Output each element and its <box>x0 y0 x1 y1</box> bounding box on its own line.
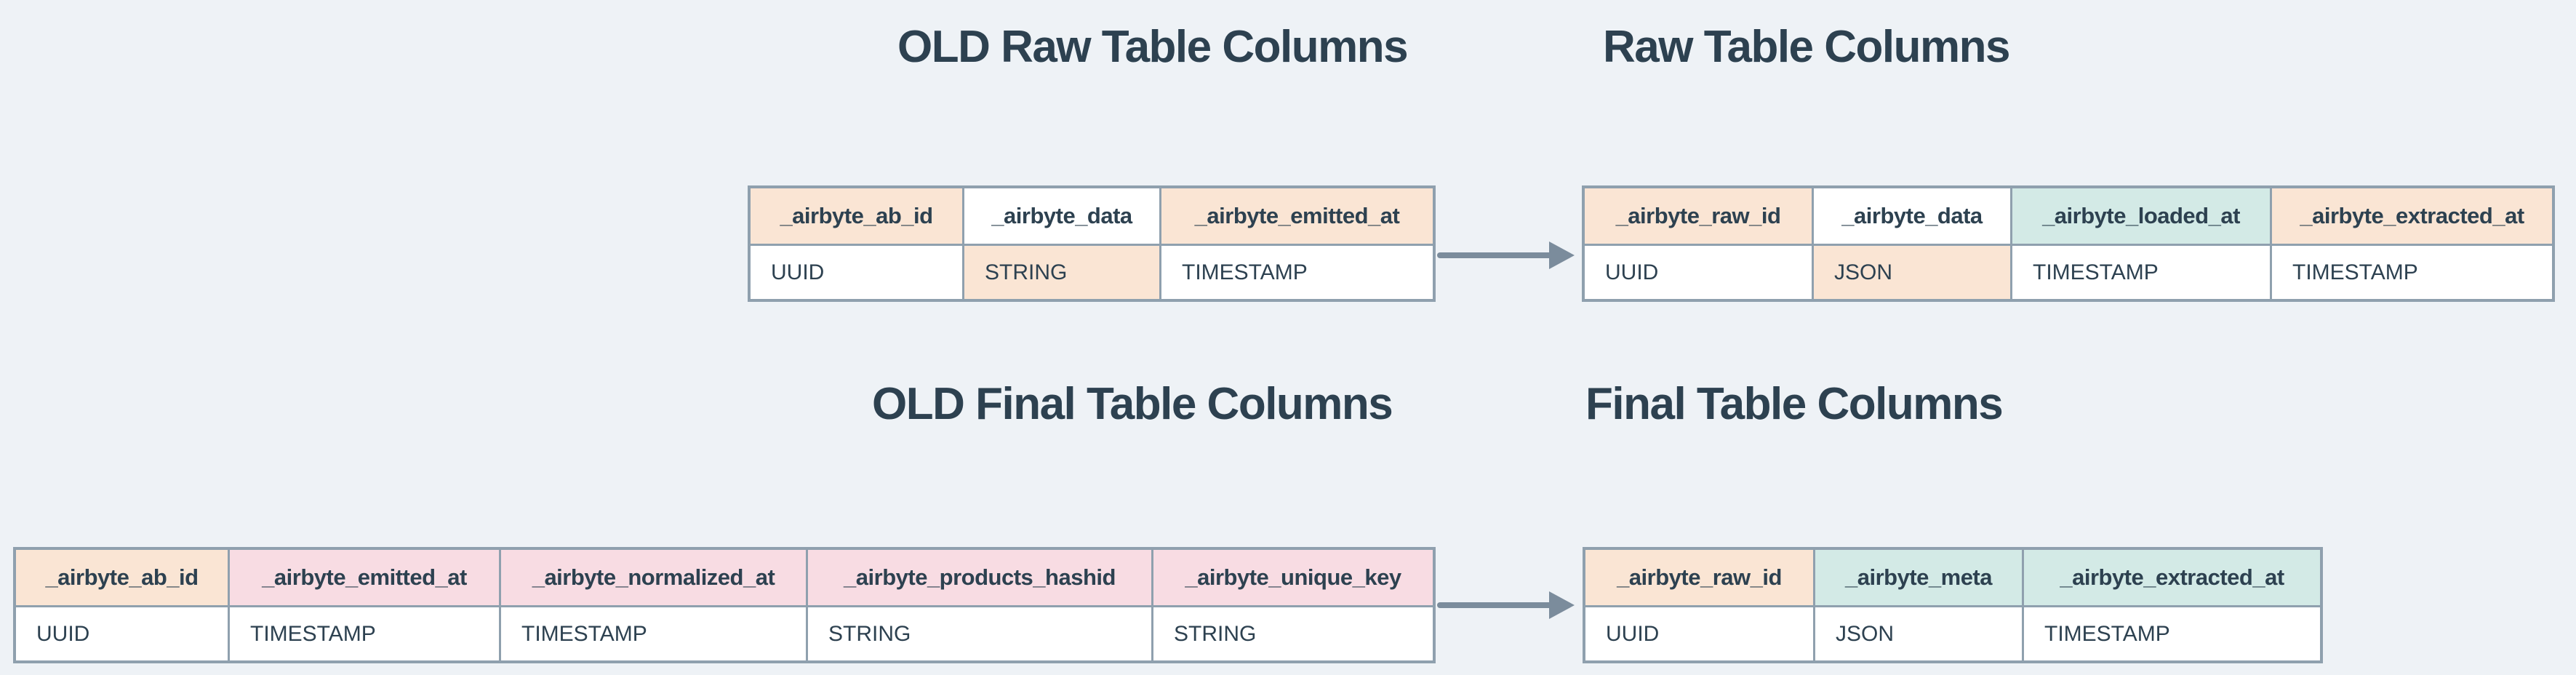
arrow-line <box>1437 602 1552 608</box>
column-type-cell: TIMESTAMP <box>2272 246 2552 299</box>
arrow-head-icon <box>1549 241 1575 269</box>
column-type-cell: TIMESTAMP <box>501 607 808 660</box>
column-type-cell: TIMESTAMP <box>2012 246 2272 299</box>
column-header-cell: _airbyte_emitted_at <box>230 550 501 607</box>
arrow-line <box>1437 252 1552 258</box>
old-raw-table: _airbyte_ab_id_airbyte_data_airbyte_emit… <box>748 185 1436 302</box>
raw-migration-arrow-icon <box>1437 241 1575 269</box>
column-header-cell: _airbyte_unique_key <box>1153 550 1433 607</box>
old-raw-table-header-row: _airbyte_ab_id_airbyte_data_airbyte_emit… <box>751 188 1433 246</box>
column-type-cell: UUID <box>751 246 964 299</box>
old-final-table-header-row: _airbyte_ab_id_airbyte_emitted_at_airbyt… <box>16 550 1433 607</box>
column-type-cell: JSON <box>1815 607 2024 660</box>
column-type-cell: STRING <box>964 246 1161 299</box>
old-final-table: _airbyte_ab_id_airbyte_emitted_at_airbyt… <box>13 547 1436 663</box>
column-header-cell: _airbyte_raw_id <box>1585 188 1814 246</box>
column-header-cell: _airbyte_raw_id <box>1585 550 1815 607</box>
raw-table-header-row: _airbyte_raw_id_airbyte_data_airbyte_loa… <box>1585 188 2552 246</box>
column-type-cell: TIMESTAMP <box>1161 246 1433 299</box>
column-type-cell: UUID <box>1585 246 1814 299</box>
old-final-table-title: OLD Final Table Columns <box>872 379 1393 429</box>
column-header-cell: _airbyte_extracted_at <box>2024 550 2320 607</box>
final-table: _airbyte_raw_id_airbyte_meta_airbyte_ext… <box>1583 547 2323 663</box>
column-header-cell: _airbyte_data <box>1814 188 2012 246</box>
column-header-cell: _airbyte_loaded_at <box>2012 188 2272 246</box>
final-migration-arrow-icon <box>1437 591 1575 619</box>
column-header-cell: _airbyte_data <box>964 188 1161 246</box>
column-type-cell: JSON <box>1814 246 2012 299</box>
column-type-cell: UUID <box>1585 607 1815 660</box>
column-header-cell: _airbyte_meta <box>1815 550 2024 607</box>
column-type-cell: TIMESTAMP <box>230 607 501 660</box>
column-header-cell: _airbyte_ab_id <box>751 188 964 246</box>
old-raw-table-title: OLD Raw Table Columns <box>897 22 1409 72</box>
raw-table-title: Raw Table Columns <box>1603 22 2011 72</box>
column-header-cell: _airbyte_extracted_at <box>2272 188 2552 246</box>
column-header-cell: _airbyte_emitted_at <box>1161 188 1433 246</box>
column-header-cell: _airbyte_ab_id <box>16 550 230 607</box>
column-type-cell: STRING <box>1153 607 1433 660</box>
column-type-cell: TIMESTAMP <box>2024 607 2320 660</box>
column-header-cell: _airbyte_normalized_at <box>501 550 808 607</box>
column-header-cell: _airbyte_products_hashid <box>808 550 1153 607</box>
raw-table: _airbyte_raw_id_airbyte_data_airbyte_loa… <box>1582 185 2555 302</box>
final-table-title: Final Table Columns <box>1585 379 2004 429</box>
column-type-cell: UUID <box>16 607 230 660</box>
final-table-header-row: _airbyte_raw_id_airbyte_meta_airbyte_ext… <box>1585 550 2320 607</box>
column-type-cell: STRING <box>808 607 1153 660</box>
arrow-head-icon <box>1549 591 1575 619</box>
